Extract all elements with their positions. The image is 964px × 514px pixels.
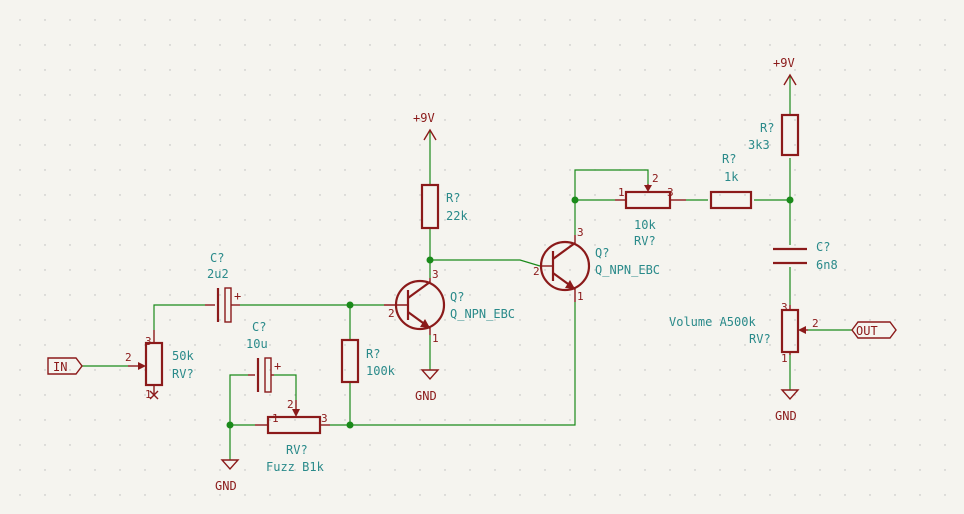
pin-label: 3: [145, 335, 152, 348]
cap-output-value: 6n8: [816, 258, 838, 272]
plus-marker: +: [274, 359, 281, 373]
resistor-base-value: 100k: [366, 364, 396, 378]
vcc-label-q1: +9V: [413, 111, 435, 125]
out-label: OUT: [856, 324, 878, 338]
junction-bottom-node: [346, 421, 354, 429]
pot-feedback-value: 10k: [634, 218, 656, 232]
transistor-q1-ref: Q?: [450, 290, 464, 304]
junction-q2-collector-node: [571, 196, 579, 204]
pin-label: 2: [652, 172, 659, 185]
pin-label: 2: [287, 398, 294, 411]
pot-input-50k[interactable]: 3 2 1 50k RV?: [125, 330, 194, 401]
cap-input-ref: C?: [210, 251, 224, 265]
pin-label: 1: [432, 332, 439, 345]
vcc-label-out: +9V: [773, 56, 795, 70]
resistor-collector-ref: R?: [446, 191, 460, 205]
transistor-q2[interactable]: 3 2 1 Q? Q_NPN_EBC: [533, 226, 660, 303]
gnd-symbol-q1[interactable]: GND: [415, 369, 440, 403]
cap-fuzz-value: 10u: [246, 337, 268, 351]
resistor-1k-ref: R?: [722, 152, 736, 166]
junction-3k3-node: [786, 196, 794, 204]
pin-label: 1: [781, 352, 788, 365]
pot-feedback-ref: RV?: [634, 234, 656, 248]
pin-label: 2: [812, 317, 819, 330]
gnd-label-q1: GND: [415, 389, 437, 403]
in-port[interactable]: IN: [47, 357, 83, 375]
junction-gnd-node: [226, 421, 234, 429]
cap-input-2u2[interactable]: + C? 2u2: [205, 251, 241, 323]
transistor-q1[interactable]: 3 2 1 Q? Q_NPN_EBC: [384, 268, 515, 345]
pin-label: 2: [388, 307, 395, 320]
wires: [82, 75, 852, 460]
pin-label: 3: [432, 268, 439, 281]
in-label: IN: [53, 360, 67, 374]
cap-output-6n8[interactable]: C? 6n8: [773, 240, 838, 272]
resistor-3k3-ref: R?: [760, 121, 774, 135]
resistor-1k[interactable]: R? 1k: [709, 152, 753, 210]
out-port[interactable]: OUT: [851, 321, 897, 339]
cap-fuzz-10u[interactable]: + C? 10u: [246, 320, 281, 393]
pin-label: 3: [781, 301, 788, 314]
gnd-symbol-fuzz[interactable]: GND: [215, 459, 240, 493]
pot-feedback-10k[interactable]: 1 2 3 10k RV?: [615, 172, 686, 248]
cap-input-value: 2u2: [207, 267, 229, 281]
pin-label: 1: [145, 388, 152, 401]
transistor-q1-value: Q_NPN_EBC: [450, 307, 515, 321]
vcc-symbol-q1[interactable]: +9V: [413, 111, 437, 141]
pin-label: 3: [577, 226, 584, 239]
resistor-3k3[interactable]: R? 3k3: [748, 113, 800, 157]
pin-label: 3: [667, 186, 674, 199]
pot-volume-a500k[interactable]: 3 2 1 Volume A500k RV?: [669, 301, 819, 365]
junction-collector-node: [426, 256, 434, 264]
resistor-3k3-value: 3k3: [748, 138, 770, 152]
pot-input-ref: RV?: [172, 367, 194, 381]
resistor-collector-22k[interactable]: R? 22k: [420, 183, 468, 230]
pin-label: 1: [272, 412, 279, 425]
plus-marker: +: [234, 289, 241, 303]
junctions: [226, 196, 794, 429]
pot-volume-ref: RV?: [749, 332, 771, 346]
vcc-symbol-out[interactable]: +9V: [773, 56, 797, 86]
pin-label: 3: [321, 412, 328, 425]
transistor-q2-value: Q_NPN_EBC: [595, 263, 660, 277]
resistor-collector-value: 22k: [446, 209, 468, 223]
resistor-base-ref: R?: [366, 347, 380, 361]
pot-fuzz-value: Fuzz B1k: [266, 460, 325, 474]
pot-input-value: 50k: [172, 349, 194, 363]
pin-label: 1: [618, 186, 625, 199]
resistor-1k-value: 1k: [724, 170, 739, 184]
cap-output-ref: C?: [816, 240, 830, 254]
gnd-label-fuzz: GND: [215, 479, 237, 493]
junction-base-node: [346, 301, 354, 309]
grid-dots: [19, 19, 946, 496]
gnd-label-out: GND: [775, 409, 797, 423]
cap-fuzz-ref: C?: [252, 320, 266, 334]
pot-fuzz-ref: RV?: [286, 443, 308, 457]
gnd-symbol-out[interactable]: GND: [775, 389, 800, 423]
transistor-q2-ref: Q?: [595, 246, 609, 260]
pin-label: 2: [533, 265, 540, 278]
pin-label: 2: [125, 351, 132, 364]
resistor-base-100k[interactable]: R? 100k: [340, 338, 396, 384]
pot-fuzz-b1k[interactable]: 1 2 3 RV? Fuzz B1k: [255, 398, 330, 474]
pin-label: 1: [577, 290, 584, 303]
pot-volume-value: Volume A500k: [669, 315, 756, 329]
